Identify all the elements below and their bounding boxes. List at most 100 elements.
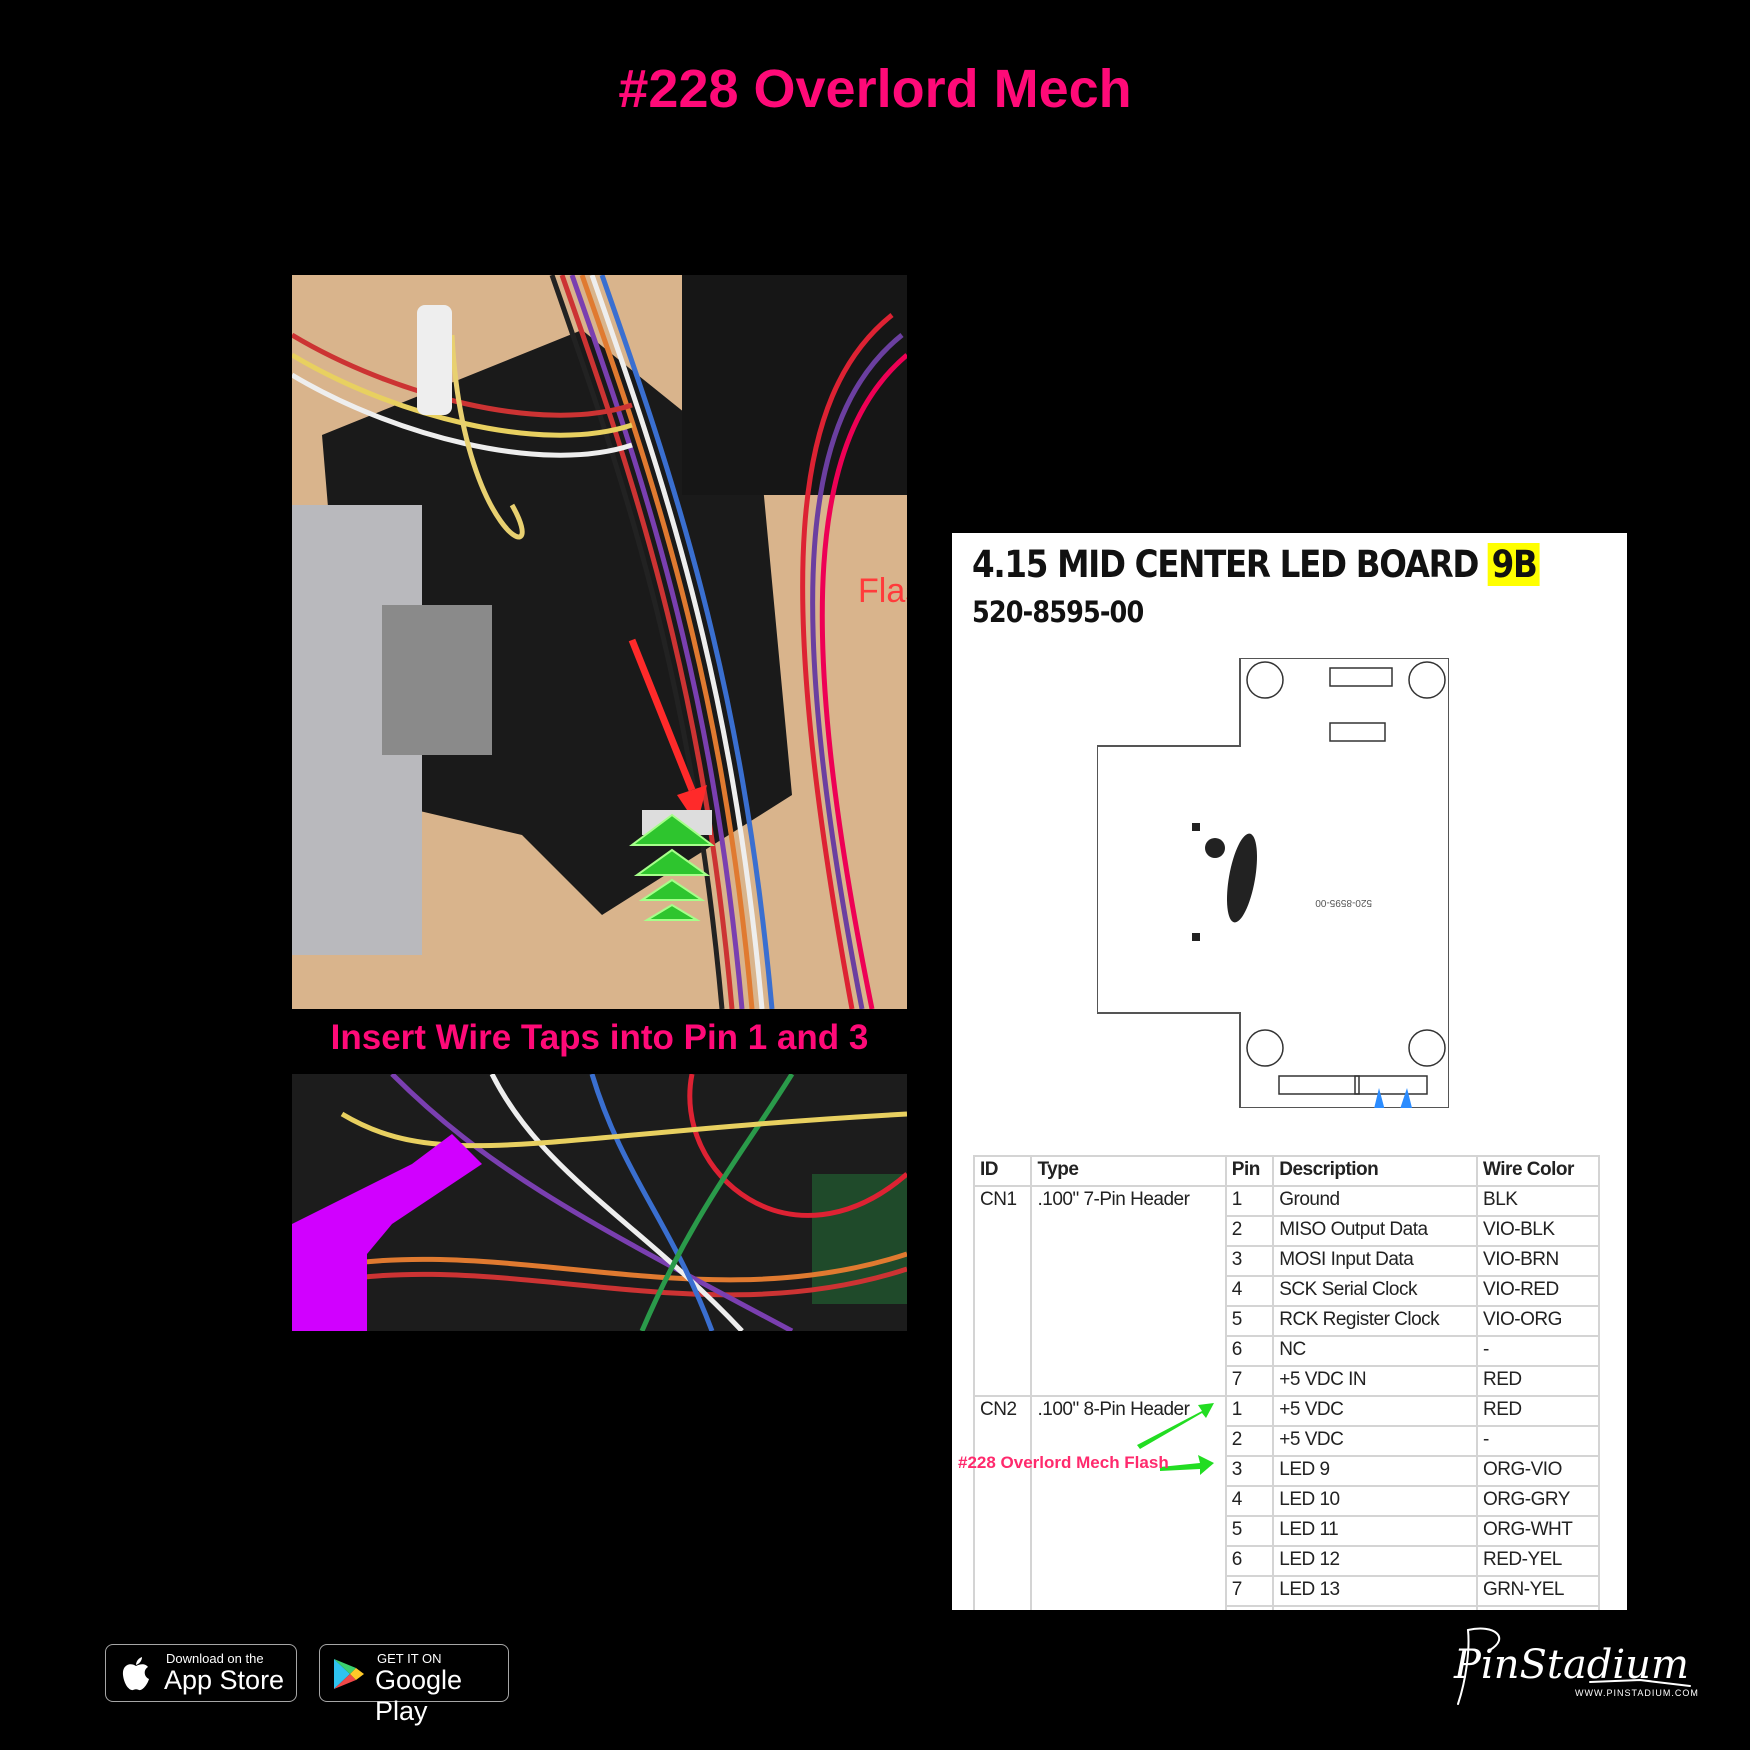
cell-pin: 7 bbox=[1224, 1575, 1275, 1607]
col-description: Description bbox=[1272, 1155, 1479, 1187]
board-photo-bottom bbox=[292, 1074, 907, 1331]
cell-pin: 2 bbox=[1224, 1425, 1275, 1457]
photo-caption: Insert Wire Taps into Pin 1 and 3 bbox=[330, 1018, 869, 1057]
cell-pin: 2 bbox=[1224, 1215, 1275, 1247]
blue-arrow-icon bbox=[1400, 1088, 1412, 1108]
cell-description: LED 12 bbox=[1272, 1545, 1479, 1577]
cell-id bbox=[972, 1306, 1033, 1336]
google-play-icon bbox=[334, 1659, 364, 1689]
table-row: 2+5 VDC- bbox=[972, 1425, 1600, 1457]
cell-wire-color: GRN-YEL bbox=[1476, 1575, 1600, 1607]
cell-id: CN1 bbox=[972, 1185, 1033, 1216]
cell-id bbox=[972, 1216, 1033, 1246]
google-small-text: GET IT ON bbox=[377, 1651, 442, 1666]
pinstadium-logo[interactable]: PinStadium bbox=[1440, 1620, 1700, 1710]
cell-type bbox=[1030, 1216, 1227, 1246]
page-title: #228 Overlord Mech bbox=[618, 59, 1132, 119]
cell-type bbox=[1030, 1276, 1227, 1306]
cell-type bbox=[1030, 1546, 1227, 1576]
cell-pin: 7 bbox=[1224, 1365, 1275, 1397]
cell-type bbox=[1030, 1576, 1227, 1606]
cell-pin: 5 bbox=[1224, 1305, 1275, 1337]
doc-title-text: 4.15 MID CENTER LED BOARD bbox=[972, 543, 1479, 586]
part-number: 520-8595-00 bbox=[972, 595, 1144, 629]
overlord-flash-annotation: #228 Overlord Mech Flash bbox=[958, 1453, 1169, 1472]
cell-type bbox=[1030, 1306, 1227, 1336]
google-play-badge[interactable]: GET IT ON Google Play bbox=[319, 1644, 509, 1726]
cell-type bbox=[1030, 1246, 1227, 1276]
cell-type: .100" 8-Pin Header bbox=[1030, 1395, 1227, 1426]
cell-description: MOSI Input Data bbox=[1272, 1245, 1479, 1277]
cell-id bbox=[972, 1516, 1033, 1546]
cell-pin: 1 bbox=[1224, 1185, 1275, 1217]
cell-type bbox=[1030, 1426, 1227, 1456]
green-arrow-icon bbox=[1160, 1455, 1214, 1475]
cell-id bbox=[972, 1246, 1033, 1276]
table-row: 8LED 14BLU-YEL bbox=[972, 1605, 1600, 1610]
pinstadium-logo-text: PinStadium bbox=[1453, 1642, 1689, 1688]
col-pin: Pin bbox=[1224, 1155, 1275, 1187]
cell-description: Ground bbox=[1272, 1185, 1479, 1217]
flasher-label: Flasher bbox=[858, 572, 907, 610]
cell-id bbox=[972, 1606, 1033, 1610]
cell-description: NC bbox=[1272, 1335, 1479, 1367]
cell-pin: 8 bbox=[1224, 1605, 1275, 1610]
green-arrows-icon bbox=[629, 813, 715, 921]
green-annotation-arrows bbox=[1137, 1403, 1214, 1475]
app-store-small-text: Download on the bbox=[166, 1651, 264, 1666]
cell-id bbox=[972, 1546, 1033, 1576]
pinstadium-url: WWW.PINSTADIUM.COM bbox=[1575, 1688, 1699, 1698]
cell-wire-color: ORG-WHT bbox=[1476, 1515, 1600, 1547]
cell-description: LED 11 bbox=[1272, 1515, 1479, 1547]
cell-description: MISO Output Data bbox=[1272, 1215, 1479, 1247]
board-diagram: 520-8595-00 bbox=[1097, 658, 1449, 1108]
mount-hole-icon bbox=[1246, 661, 1446, 1067]
green-arrow-icon bbox=[1137, 1403, 1214, 1449]
cell-pin: 4 bbox=[1224, 1275, 1275, 1307]
cell-wire-color: - bbox=[1476, 1335, 1600, 1367]
col-type: Type bbox=[1030, 1155, 1227, 1187]
cell-description: +5 VDC bbox=[1272, 1395, 1479, 1427]
cell-id bbox=[972, 1426, 1033, 1456]
cell-id bbox=[972, 1486, 1033, 1516]
cell-type: .100" 7-Pin Header bbox=[1030, 1185, 1227, 1216]
cell-id bbox=[972, 1276, 1033, 1306]
cell-description: +5 VDC bbox=[1272, 1425, 1479, 1457]
cell-description: +5 VDC IN bbox=[1272, 1365, 1479, 1397]
app-store-badge[interactable]: Download on the App Store bbox=[105, 1644, 297, 1702]
cell-type bbox=[1030, 1366, 1227, 1397]
cell-pin: 1 bbox=[1224, 1395, 1275, 1427]
cell-pin: 6 bbox=[1224, 1545, 1275, 1577]
cell-wire-color: ORG-GRY bbox=[1476, 1485, 1600, 1517]
doc-title: 4.15 MID CENTER LED BOARD 9B bbox=[972, 543, 1540, 586]
google-big-text: Google Play bbox=[375, 1665, 463, 1726]
cell-pin: 5 bbox=[1224, 1515, 1275, 1547]
cell-id bbox=[972, 1366, 1033, 1397]
col-id: ID bbox=[972, 1155, 1033, 1187]
cell-pin: 3 bbox=[1224, 1455, 1275, 1487]
board-photo-top: Flasher bbox=[292, 275, 907, 1009]
led-board-document: 4.15 MID CENTER LED BOARD 9B 520-8595-00… bbox=[952, 533, 1627, 1610]
cell-description: LED 14 bbox=[1272, 1605, 1479, 1610]
cell-wire-color: VIO-BRN bbox=[1476, 1245, 1600, 1277]
cell-pin: 4 bbox=[1224, 1485, 1275, 1517]
cell-wire-color: RED-YEL bbox=[1476, 1545, 1600, 1577]
cell-pin: 6 bbox=[1224, 1335, 1275, 1367]
col-wire-color: Wire Color bbox=[1476, 1155, 1600, 1187]
wiring-photo-illustration bbox=[292, 1074, 907, 1331]
cell-type bbox=[1030, 1336, 1227, 1366]
cell-wire-color: VIO-ORG bbox=[1476, 1305, 1600, 1337]
cell-type bbox=[1030, 1606, 1227, 1610]
cell-type bbox=[1030, 1486, 1227, 1516]
cell-wire-color: VIO-RED bbox=[1476, 1275, 1600, 1307]
